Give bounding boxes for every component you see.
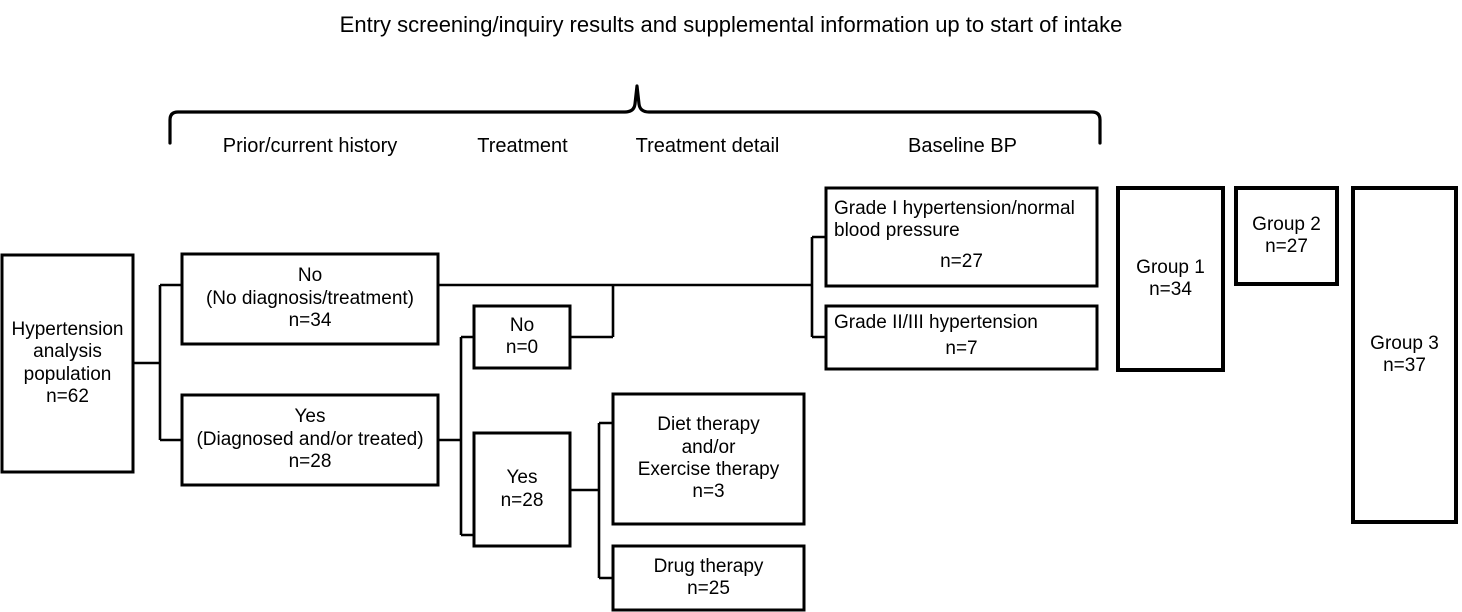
connector-historyno-to-bp bbox=[438, 235, 826, 339]
box-diet-exercise bbox=[611, 392, 806, 526]
node-history-yes-count: n=28 bbox=[288, 451, 332, 473]
node-population-label: Hypertension analysis population n=62 bbox=[2, 255, 133, 472]
node-history-yes-label: Yes (Diagnosed and/or treated) n=28 bbox=[182, 395, 438, 485]
box-history-no bbox=[180, 252, 440, 346]
node-bp-grade1-count: n=27 bbox=[940, 250, 983, 272]
node-population-line1: Hypertension bbox=[11, 318, 124, 340]
node-group3-count: n=37 bbox=[1383, 355, 1426, 376]
node-treatment-yes-label: Yes n=28 bbox=[474, 433, 570, 546]
node-population-line3: population bbox=[23, 363, 112, 385]
node-diet-exercise-line1: Diet therapy bbox=[657, 414, 760, 436]
column-header-treatment-detail: Treatment detail bbox=[635, 135, 780, 157]
node-bp-grade1-line1: Grade I hypertension/normal bbox=[834, 198, 1075, 219]
node-diet-exercise-line2: and/or bbox=[681, 436, 736, 458]
stage-brace bbox=[168, 84, 1102, 145]
node-group2-label: Group 2 n=27 bbox=[1236, 188, 1337, 284]
node-group2-name: Group 2 bbox=[1252, 213, 1321, 235]
node-population-count: n=62 bbox=[46, 385, 89, 407]
connector-population-split bbox=[133, 283, 182, 442]
node-bp-grade23-label: Grade II/III hypertension n=7 bbox=[834, 306, 1089, 369]
node-population-line2: analysis bbox=[33, 341, 102, 363]
node-drug-therapy-line1: Drug therapy bbox=[653, 555, 764, 577]
node-group1-name: Group 1 bbox=[1136, 256, 1205, 278]
column-header-treatment: Treatment bbox=[477, 135, 568, 157]
node-drug-therapy-label: Drug therapy n=25 bbox=[613, 546, 804, 610]
connector-historyyes-split bbox=[438, 335, 474, 537]
box-treatment-yes bbox=[472, 431, 572, 548]
node-history-yes-line2: (Diagnosed and/or treated) bbox=[196, 428, 424, 450]
node-treatment-yes-count: n=28 bbox=[500, 489, 544, 511]
column-header-prior-history: Prior/current history bbox=[222, 135, 398, 157]
connector-treatmentyes-split bbox=[570, 421, 613, 580]
node-treatment-no-count: n=0 bbox=[505, 337, 539, 358]
box-group1 bbox=[1116, 186, 1225, 372]
node-group3-label: Group 3 n=37 bbox=[1353, 188, 1456, 522]
box-drug-therapy bbox=[611, 544, 806, 612]
node-bp-grade1-line2: blood pressure bbox=[834, 220, 960, 242]
node-bp-grade23-line1: Grade II/III hypertension bbox=[834, 312, 1038, 333]
box-bp-grade23 bbox=[824, 304, 1099, 371]
node-diet-exercise-count: n=3 bbox=[692, 481, 725, 503]
node-history-yes-line1: Yes bbox=[294, 406, 326, 428]
figure-title: Entry screening/inquiry results and supp… bbox=[339, 12, 1123, 37]
node-treatment-no-line1: No bbox=[509, 314, 535, 336]
node-treatment-no-label: No n=0 bbox=[474, 306, 570, 368]
node-treatment-yes-line1: Yes bbox=[506, 467, 538, 489]
column-header-baseline-bp: Baseline BP bbox=[908, 135, 1017, 157]
node-drug-therapy-count: n=25 bbox=[687, 578, 730, 599]
box-bp-grade1 bbox=[824, 186, 1099, 288]
node-group2-count: n=27 bbox=[1265, 236, 1308, 257]
node-history-no-label: No (No diagnosis/treatment) n=34 bbox=[182, 254, 438, 344]
node-group3-name: Group 3 bbox=[1370, 332, 1439, 354]
box-group2 bbox=[1234, 186, 1339, 286]
node-group1-label: Group 1 n=34 bbox=[1118, 188, 1223, 370]
node-history-no-line2: (No diagnosis/treatment) bbox=[205, 287, 415, 309]
node-diet-exercise-line3: Exercise therapy bbox=[637, 459, 780, 480]
node-history-no-count: n=34 bbox=[288, 310, 332, 332]
connector-treatmentno-to-bp bbox=[570, 285, 615, 339]
node-bp-grade23-count: n=7 bbox=[945, 338, 978, 360]
node-bp-grade1-label: Grade I hypertension/normal blood pressu… bbox=[834, 188, 1089, 286]
node-history-no-line1: No bbox=[297, 265, 323, 287]
box-history-yes bbox=[180, 393, 440, 487]
node-diet-exercise-label: Diet therapy and/or Exercise therapy n=3 bbox=[613, 394, 804, 524]
node-group1-count: n=34 bbox=[1149, 279, 1192, 300]
box-group3 bbox=[1351, 186, 1458, 524]
